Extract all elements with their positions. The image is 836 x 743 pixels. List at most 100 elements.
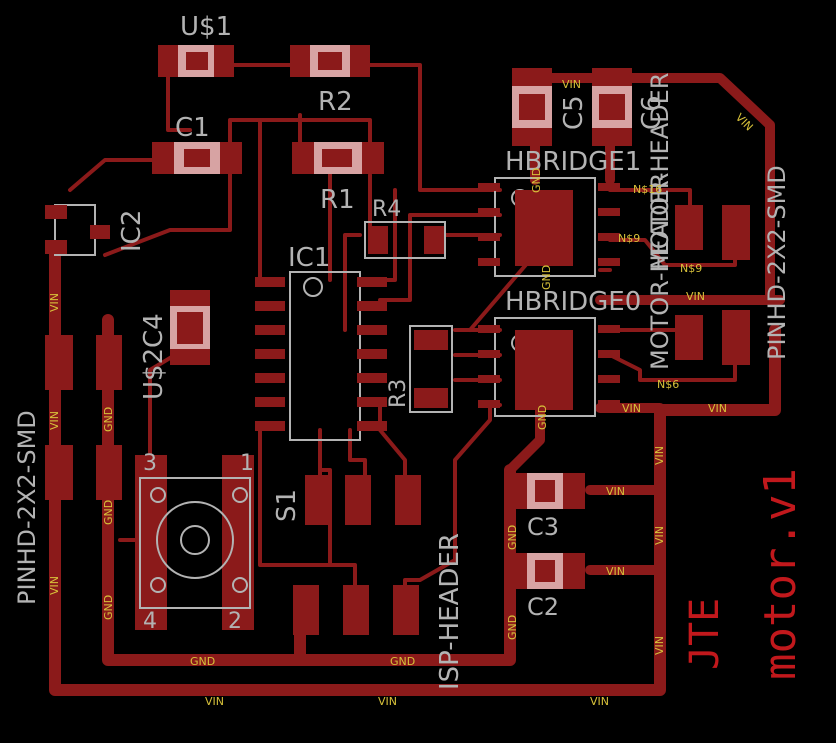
net-n9-a: N$9 — [618, 232, 640, 245]
ic2-regulator — [45, 204, 110, 256]
net-vin-7: VIN — [653, 636, 666, 655]
label-c4: C4 — [139, 313, 169, 348]
c1-capacitor — [152, 142, 242, 174]
ic1-pin-pad — [357, 373, 387, 383]
label-pinhd-right: PINHD-2X2-SMD — [763, 165, 791, 360]
ic1-pin-pad — [255, 349, 285, 359]
net-vin-12: VIN — [622, 402, 641, 415]
ic1-pin-pad — [255, 397, 285, 407]
net-vin-6: VIN — [590, 695, 609, 708]
motor-header-bottom — [675, 310, 750, 365]
s1-switch — [135, 455, 254, 630]
hbridge1-pin-pad — [598, 208, 620, 216]
pinhd-left — [45, 335, 122, 500]
hbridge1-pin-pad — [478, 183, 500, 191]
isp-header — [293, 475, 421, 635]
net-n16: N$16 — [633, 183, 662, 196]
hbridge1-pin-pad — [478, 233, 500, 241]
r4-resistor — [364, 221, 446, 259]
hbridge0-pin-pad — [478, 325, 500, 333]
r3-resistor — [409, 325, 453, 413]
label-u2: U$2 — [139, 348, 169, 400]
label-hbridge0: HBRIDGE0 — [505, 287, 641, 317]
components — [45, 45, 750, 635]
u1-resistor — [158, 45, 234, 77]
label-pinhd-left: PINHD-2X2-SMD — [13, 410, 41, 605]
net-gnd-7: GND — [506, 525, 519, 550]
switch-pin-3: 3 — [143, 451, 157, 476]
net-gnd-5: GND — [390, 655, 415, 668]
net-vin-14: VIN — [686, 290, 705, 303]
ic1-pin-pad — [357, 349, 387, 359]
label-c5: C5 — [559, 95, 589, 130]
c5-capacitor — [512, 68, 552, 146]
ic1-pin-pad — [357, 325, 387, 335]
label-hbridge1: HBRIDGE1 — [505, 147, 641, 177]
net-gnd-3: GND — [102, 595, 115, 620]
net-gnd-2: GND — [102, 500, 115, 525]
ic1-microcontroller — [255, 271, 387, 441]
hbridge0 — [478, 317, 620, 417]
net-gnd-4: GND — [190, 655, 215, 668]
switch-pin-4: 4 — [143, 609, 157, 634]
ic1-pin-pad — [255, 421, 285, 431]
hbridge1-pin-pad — [598, 258, 620, 266]
hbridge1-pin-pad — [478, 258, 500, 266]
net-vin-1: VIN — [48, 293, 61, 312]
label-ic1: IC1 — [288, 243, 330, 273]
net-n6: N$6 — [657, 378, 679, 391]
label-r3: R3 — [386, 379, 411, 408]
label-c2: C2 — [527, 593, 559, 621]
c4-capacitor — [170, 290, 210, 365]
hbridge1-pin-pad — [598, 233, 620, 241]
ic1-pin-pad — [255, 277, 285, 287]
net-gnd-1: GND — [102, 407, 115, 432]
board-title: JTE motor.v1 — [682, 468, 806, 680]
net-vin-13: VIN — [708, 402, 727, 415]
hbridge0-pin-pad — [598, 350, 620, 358]
r1-resistor — [292, 142, 384, 174]
c2-capacitor — [505, 553, 585, 589]
hbridge0-pin-pad — [598, 375, 620, 383]
hbridge1 — [478, 177, 620, 277]
label-c6: C6 — [637, 95, 667, 130]
net-n9-b: N$9 — [680, 262, 702, 275]
net-vin-5: VIN — [378, 695, 397, 708]
switch-pin-2: 2 — [228, 609, 242, 634]
label-r2: R2 — [318, 87, 353, 117]
hbridge1-pin-pad — [478, 208, 500, 216]
ic1-pin-pad — [357, 397, 387, 407]
ic1-pin-pad — [255, 301, 285, 311]
hbridge0-pin-pad — [478, 375, 500, 383]
net-vin-15: VIN — [562, 78, 581, 91]
hbridge0-pin-pad — [478, 350, 500, 358]
title-motor: motor.v1 — [755, 468, 806, 680]
net-vin-10: VIN — [606, 485, 625, 498]
ic1-pin-pad — [357, 301, 387, 311]
net-vin-11: VIN — [606, 565, 625, 578]
hbridge0-pin-pad — [598, 400, 620, 408]
net-vin-8: VIN — [653, 526, 666, 545]
label-ic2: IC2 — [117, 210, 147, 252]
label-c1: C1 — [175, 113, 210, 143]
hbridge1-pin-pad — [598, 183, 620, 191]
label-u1: U$1 — [180, 12, 232, 42]
hbridge0-pin-pad — [598, 325, 620, 333]
net-vin-2: VIN — [48, 411, 61, 430]
hbridge0-pin-pad — [478, 400, 500, 408]
label-motor-header-top: MOTOR-HEADER — [646, 73, 674, 270]
c6-capacitor — [592, 68, 632, 146]
net-vin-3: VIN — [48, 576, 61, 595]
motor-header-top — [675, 205, 750, 260]
net-gnd-10: GND — [530, 168, 543, 193]
component-labels: U$1 R2 C1 R1 R4 IC1 C5 C6 HBRIDGE1 HBRID… — [13, 12, 791, 690]
label-r1: R1 — [320, 185, 355, 215]
net-vin-4: VIN — [205, 695, 224, 708]
r2-resistor — [290, 45, 370, 77]
ic1-pin-pad — [255, 373, 285, 383]
net-gnd-9: GND — [540, 265, 553, 290]
net-gnd-8: GND — [536, 405, 549, 430]
switch-pin-1: 1 — [240, 451, 254, 476]
label-isp: ISP-HEADER — [435, 533, 465, 690]
